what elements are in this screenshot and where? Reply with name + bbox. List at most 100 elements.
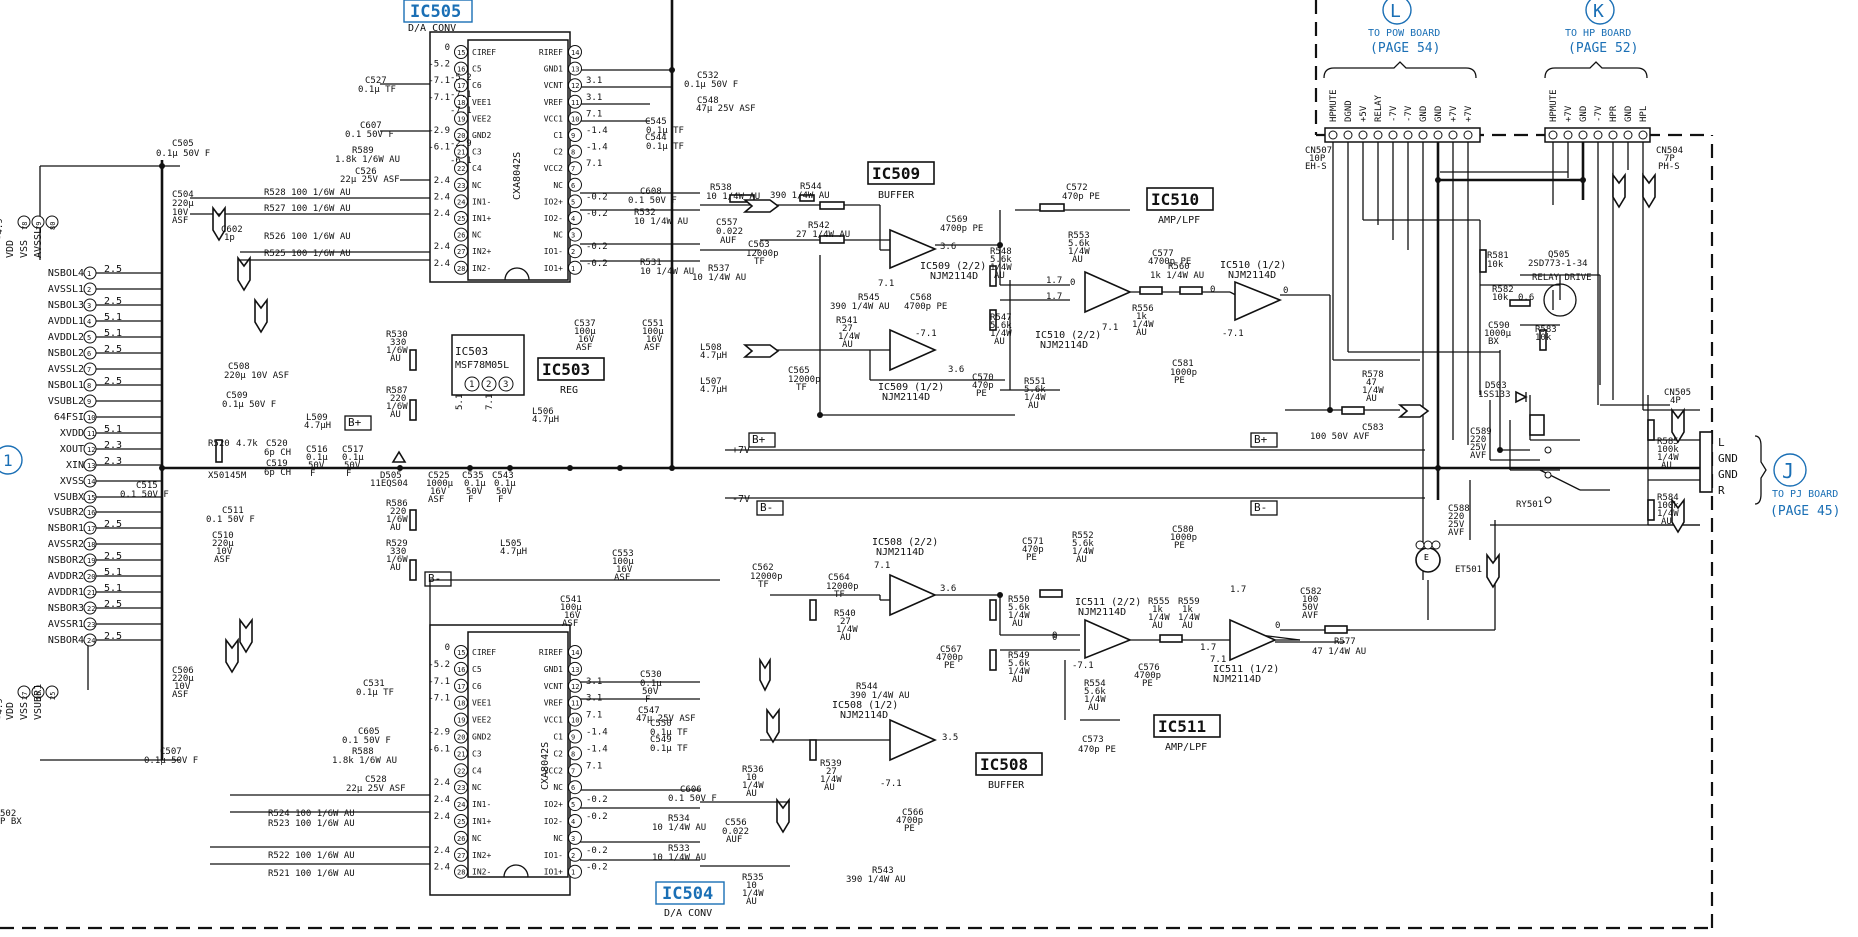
- to-hp-board: TO HP BOARD: [1565, 28, 1631, 39]
- annotation-t223: 1/6W: [386, 555, 408, 565]
- ic505-pin-name-left: IN1-: [472, 197, 491, 206]
- ic505-volt-right: 3.1: [586, 76, 602, 86]
- ic504-pin-name-right: GND1: [544, 665, 563, 674]
- ic505-volt-left: 2.4: [434, 259, 450, 269]
- annotation-t125: AVF: [1448, 528, 1464, 538]
- annotation-t129: R585: [1657, 437, 1679, 447]
- annotation-t305: 470p: [1022, 545, 1044, 555]
- annotation-t83: R551: [1024, 377, 1046, 387]
- ic505-pin-num-right: 6: [571, 182, 575, 190]
- ic505-pin-num-left: 24: [457, 198, 465, 206]
- ic505-pin-num-left: 21: [457, 149, 465, 157]
- left-volt: 2.3: [104, 440, 122, 451]
- ic505-pin-num-right: 7: [571, 165, 575, 173]
- annotation-t213: C510: [212, 531, 234, 541]
- annotation-t315: R549: [1008, 651, 1030, 661]
- left-volt: 2.3: [104, 456, 122, 467]
- annotation-t237: 10V: [174, 682, 191, 692]
- ic504-wires: [210, 579, 790, 890]
- page-45: (PAGE 45): [1770, 504, 1840, 519]
- annotation-t298: AU: [824, 783, 835, 793]
- left-vert-num: 80: [49, 222, 57, 230]
- ic504-pin-right-6: [568, 746, 582, 761]
- annotation-t114: R583: [1535, 325, 1557, 335]
- annotation-t7: C602: [221, 225, 243, 235]
- left-vert-pin: [45, 215, 59, 229]
- ic509-2-label: IC509 (2/2): [920, 261, 986, 272]
- ic504-pin-num-left: 15: [457, 649, 465, 657]
- left-vert-num: 25: [49, 692, 57, 700]
- left-volt: 5.1: [104, 583, 122, 594]
- annotation-t263: R533: [668, 844, 690, 854]
- ic505-volt-right: -0.2: [586, 192, 608, 202]
- annotation-t374: -7.1: [1072, 661, 1094, 671]
- ic505-pin-name-left: IN2-: [472, 264, 491, 273]
- annotation-t140: GND: [1718, 452, 1738, 465]
- ic505-pin-num-right: 1: [571, 265, 575, 273]
- annotation-t286: R540: [834, 609, 856, 619]
- annotation-t228: 100µ: [560, 603, 582, 613]
- ic504-pin-left-13: [454, 864, 468, 879]
- ic504-pin-num-right: 12: [571, 683, 579, 691]
- ic504-pin-name-right: IO2-: [544, 817, 563, 826]
- annotation-t277: R523 100 1/6W AU: [268, 819, 355, 829]
- annotation-t347: B+: [348, 416, 362, 429]
- ic505-pin-num-right: 8: [571, 149, 575, 157]
- ic509-role: BUFFER: [878, 190, 915, 201]
- ic504-pin-num-right: 7: [571, 767, 575, 775]
- ic504-pin-right-3: [568, 695, 582, 710]
- ic505-pin-right-4: [568, 111, 582, 126]
- annotation-t325: R555: [1148, 597, 1170, 607]
- annotation-t5: 10V: [172, 208, 189, 218]
- ic505-title: IC505 D/A CONV CXA8042S: [403, 0, 523, 200]
- connector-l-pin-circle: [1403, 130, 1413, 140]
- annotation-t209: C515: [136, 481, 158, 491]
- ic505-volt-right: 7.1: [586, 159, 602, 169]
- annotation-t150: PH-S: [1658, 162, 1680, 172]
- annotation-t351: B-: [760, 501, 773, 514]
- annotation-t267: AUF: [726, 835, 742, 845]
- annotation-t127: ET501: [1455, 565, 1482, 575]
- ic504-pin-name-left: IN1-: [472, 800, 491, 809]
- annotation-t307: R552: [1072, 531, 1094, 541]
- annotation-t282: TF: [758, 580, 769, 590]
- annotation-t236: 220µ: [172, 674, 194, 684]
- ic503-part: MSF78M05L: [455, 360, 509, 371]
- annotation-t360: 7.1: [878, 279, 894, 289]
- annotation-t340: 100: [1302, 595, 1318, 605]
- annotation-t217: R586: [386, 499, 408, 509]
- annotation-t167: C537: [574, 319, 596, 329]
- annotation-t278: R522 100 1/6W AU: [268, 851, 355, 861]
- ic511-1-label: IC511 (1/2): [1213, 664, 1279, 675]
- ic504-pin-right-8: [568, 780, 582, 795]
- ic505-volt-right: -0.2: [586, 259, 608, 269]
- ic504-volt-right: 7.1: [586, 711, 602, 721]
- ic505-pin-left-0: [454, 45, 468, 59]
- annotation-t334: 4700p: [1134, 671, 1161, 681]
- annotation-t219: 1/6W: [386, 515, 408, 525]
- annotation-t326: 1k: [1152, 605, 1163, 615]
- left-pin-num: 24: [87, 637, 95, 645]
- annotation-t330: 1k: [1182, 605, 1193, 615]
- left-signal-label: AVDDR1: [48, 587, 84, 598]
- ic504-volt-left: -7.1: [428, 677, 450, 687]
- left-vert-label: VSUBR1: [33, 684, 44, 720]
- ic505-pin-num-right: 14: [571, 49, 579, 57]
- annotation-t187: C516: [306, 445, 328, 455]
- annotation-t51: 12000p: [746, 249, 779, 259]
- connector-k-pin: GND: [1624, 106, 1634, 122]
- annotation-t204: F: [468, 495, 473, 505]
- annotation-t159: R587: [386, 386, 408, 396]
- annotation-t18: 0.1µ TF: [358, 85, 396, 95]
- ic504-pin-num-right: 11: [571, 700, 579, 708]
- left-pin-num: 13: [87, 462, 95, 470]
- annotation-t106: Q505: [1548, 250, 1570, 260]
- left-volt: 5.1: [104, 312, 122, 323]
- connector-l-pin-circle: [1343, 130, 1353, 140]
- annotation-t337: 1000p: [1170, 533, 1197, 543]
- ic509-title: IC509 BUFFER: [867, 161, 935, 201]
- annotation-t376: 1.7: [1230, 585, 1246, 595]
- annotation-t158: AU: [390, 354, 401, 364]
- ic504-pin-num-left: 27: [457, 852, 465, 860]
